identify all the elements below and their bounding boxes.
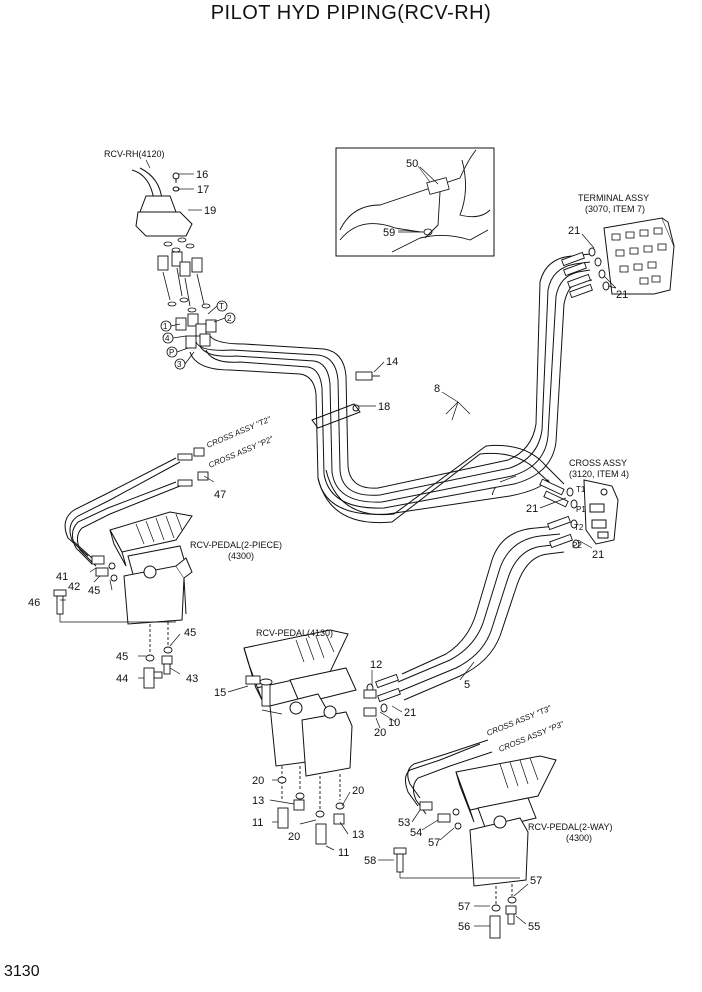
port-t2: T2 xyxy=(574,523,584,532)
item-58: 58 xyxy=(364,855,376,867)
item-44: 44 xyxy=(116,673,128,685)
item-16: 16 xyxy=(196,169,208,181)
item-13-a: 13 xyxy=(252,795,264,807)
item-18: 18 xyxy=(378,401,390,413)
o-rings xyxy=(366,247,610,717)
item-41: 41 xyxy=(56,571,68,583)
item-19: 19 xyxy=(204,205,216,217)
rcv-rh-joystick xyxy=(131,167,217,349)
item-59: 59 xyxy=(383,227,395,239)
rcv-pedal-2piece xyxy=(109,511,193,625)
fitting-14 xyxy=(355,371,380,381)
terminal-assy-block xyxy=(603,217,675,295)
label-cross-assy-ref: (3120, ITEM 4) xyxy=(569,469,629,479)
rcv-pedal-4130 xyxy=(243,629,357,777)
page-number: 3130 xyxy=(4,963,40,980)
label-rcv-pedal-4130: RCV-PEDAL(4130) xyxy=(256,628,333,638)
pedal-2piece-lower-fittings xyxy=(143,622,173,689)
item-21-a: 21 xyxy=(568,225,580,237)
cross-assy-block xyxy=(583,479,619,545)
item-20-d: 20 xyxy=(288,831,300,843)
item-15: 15 xyxy=(214,687,226,699)
pedal-4130-lower-fittings xyxy=(277,766,345,845)
item-17: 17 xyxy=(197,184,209,196)
label-terminal-assy-ref: (3070, ITEM 7) xyxy=(585,204,645,214)
bolt-46 xyxy=(53,589,67,615)
bolt-15 xyxy=(245,675,273,707)
port-1: 1 xyxy=(163,322,168,331)
port-p: P xyxy=(169,348,174,357)
port-4: 4 xyxy=(165,334,170,343)
item-14: 14 xyxy=(386,356,398,368)
item-57-b: 57 xyxy=(530,875,542,887)
item-13-b: 13 xyxy=(352,829,364,841)
item-21-e: 21 xyxy=(404,707,416,719)
item-8: 8 xyxy=(434,383,440,395)
hose-7 xyxy=(317,444,565,524)
pedal-2piece-hoses xyxy=(64,457,181,567)
item-42: 42 xyxy=(68,581,80,593)
item-11-b: 11 xyxy=(338,847,349,859)
label-rcv-pedal-2piece: RCV-PEDAL(2-PIECE) xyxy=(190,540,282,550)
item-11-a: 11 xyxy=(252,817,263,829)
port-3: 3 xyxy=(177,360,182,369)
item-57-c: 57 xyxy=(458,901,470,913)
item-46: 46 xyxy=(28,597,40,609)
item-45-a: 45 xyxy=(88,585,100,597)
page-title: PILOT HYD PIPING(RCV-RH) xyxy=(210,2,492,24)
item-45-c: 45 xyxy=(116,651,128,663)
label-cross-assy: CROSS ASSY xyxy=(569,458,627,468)
item-56: 56 xyxy=(458,921,470,933)
label-rcv-pedal-2piece-ref: (4300) xyxy=(228,551,254,561)
port-2: 2 xyxy=(227,314,232,323)
item-55: 55 xyxy=(528,921,540,933)
pedal-4130-side-fittings xyxy=(363,689,377,717)
item-47: 47 xyxy=(214,489,226,501)
port-p2: P2 xyxy=(572,541,582,550)
hose-5 xyxy=(397,525,565,701)
item-7: 7 xyxy=(490,486,496,498)
item-43: 43 xyxy=(186,673,198,685)
port-t1: T1 xyxy=(576,485,586,494)
item-12: 12 xyxy=(370,659,382,671)
port-t: T xyxy=(219,302,224,311)
item-53: 53 xyxy=(398,817,410,829)
label-rcv-rh: RCV-RH(4120) xyxy=(104,149,165,159)
item-54: 54 xyxy=(410,827,422,839)
item-20-c: 20 xyxy=(352,785,364,797)
item-50: 50 xyxy=(406,158,418,170)
item-20-a: 20 xyxy=(374,727,386,739)
hose-bundle-upper xyxy=(189,253,593,515)
pedal-2way-hoses xyxy=(404,739,493,815)
pedal-2way-fittings xyxy=(393,801,517,939)
label-rcv-pedal-2way: RCV-PEDAL(2-WAY) xyxy=(528,822,613,832)
item-21-d: 21 xyxy=(592,549,604,561)
rcv-pedal-2way xyxy=(455,755,557,887)
hose-end-fittings xyxy=(375,251,593,703)
leader-lines xyxy=(59,159,617,927)
port-markers xyxy=(160,300,236,370)
port-p1: P1 xyxy=(576,505,586,514)
clamp-18 xyxy=(311,403,361,429)
item-21-c: 21 xyxy=(526,503,538,515)
item-10: 10 xyxy=(388,717,400,729)
item-5: 5 xyxy=(464,679,470,691)
pedal-2piece-fittings xyxy=(91,447,209,582)
item-20-b: 20 xyxy=(252,775,264,787)
item-21-b: 21 xyxy=(616,289,628,301)
item-57-a: 57 xyxy=(428,837,440,849)
label-terminal-assy: TERMINAL ASSY xyxy=(578,193,649,203)
label-rcv-pedal-2way-ref: (4300) xyxy=(566,833,592,843)
item-45-b: 45 xyxy=(184,627,196,639)
